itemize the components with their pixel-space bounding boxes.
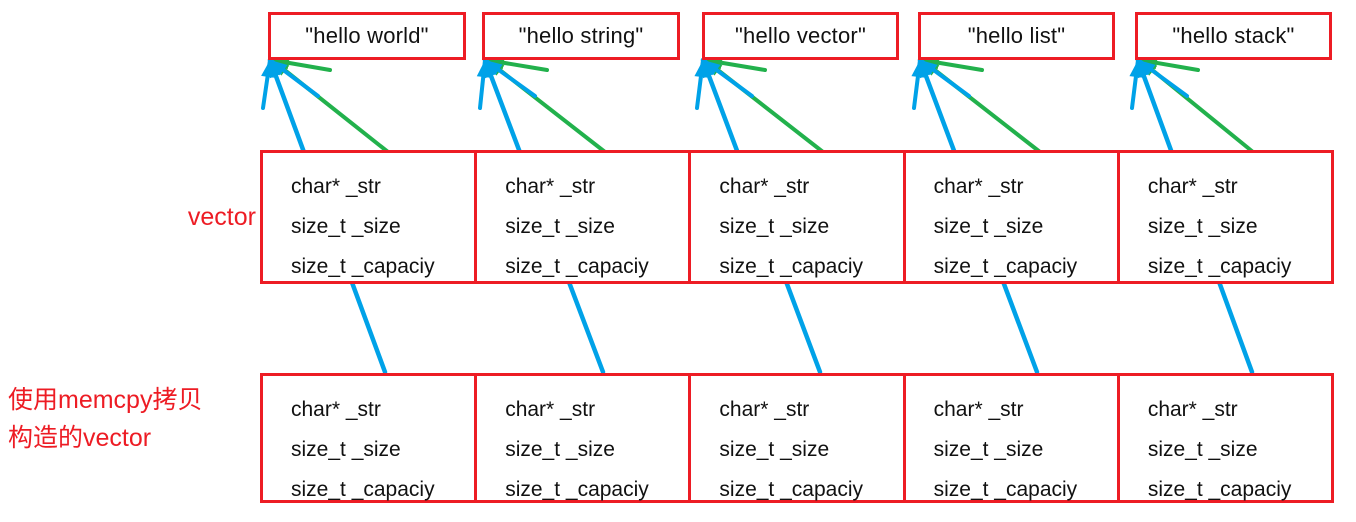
struct-cell[interactable]: char* _str size_t _size size_t _capaciy [477, 376, 692, 501]
struct-field: size_t _capaciy [505, 478, 649, 501]
struct-field: char* _str [291, 398, 381, 421]
blue-arrow-short-8 [1129, 58, 1143, 110]
struct-field: size_t _size [291, 215, 401, 238]
struct-field: char* _str [933, 175, 1024, 198]
string-box-label: "hello list" [967, 23, 1066, 48]
struct-field: size_t _capaciy [933, 478, 1078, 501]
struct-cell[interactable]: char* _str size_t _size size_t _capaciy [691, 153, 906, 281]
struct-field: char* _str [291, 175, 381, 198]
green-arrow-2 [703, 58, 825, 154]
struct-field: char* _str [1147, 175, 1238, 198]
label-vector: vector [187, 203, 256, 231]
blue-arrow-short-7 [918, 58, 971, 98]
label-memcpy-vector: 使用memcpy拷贝 构造的vector [8, 386, 203, 452]
struct-cell[interactable]: char* _str size_t _size size_t _capaciy [906, 153, 1120, 281]
struct-field: size_t _capaciy [719, 255, 863, 278]
struct-cell[interactable]: char* _str size_t _size size_t _capaciy [691, 376, 906, 501]
struct-field: size_t _size [291, 438, 401, 461]
struct-field: char* _str [505, 398, 596, 421]
struct-row-vector: char* _str size_t _size size_t _capaciy … [260, 150, 1334, 284]
blue-arrow-short-3 [483, 58, 537, 98]
blue-arrow-short-2 [476, 58, 490, 110]
struct-field: size_t _size [933, 215, 1044, 238]
blue-arrow-short-9 [1136, 58, 1189, 98]
string-box-2[interactable]: "hello vector" [702, 12, 899, 60]
string-box-label: "hello stack" [1172, 23, 1295, 48]
struct-field: char* _str [719, 398, 810, 421]
struct-cell[interactable]: char* _str size_t _size size_t _capaciy [1120, 376, 1331, 501]
string-box-label: "hello world" [305, 23, 429, 48]
string-box-label: "hello vector" [735, 23, 866, 48]
struct-field: char* _str [719, 175, 810, 198]
string-box-1[interactable]: "hello string" [482, 12, 680, 60]
string-box-4[interactable]: "hello stack" [1135, 12, 1332, 60]
string-box-3[interactable]: "hello list" [918, 12, 1115, 60]
struct-field: size_t _size [505, 215, 615, 238]
green-arrow-1 [485, 58, 607, 154]
struct-field: char* _str [505, 175, 596, 198]
blue-arrow-short-0 [261, 58, 274, 110]
struct-field: size_t _capaciy [291, 255, 435, 278]
struct-field: size_t _size [933, 438, 1044, 461]
struct-cell[interactable]: char* _str size_t _size size_t _capaciy [1120, 153, 1331, 281]
blue-arrow-short-4 [694, 58, 708, 110]
struct-field: size_t _capaciy [933, 255, 1078, 278]
struct-cell[interactable]: char* _str size_t _size size_t _capaciy [906, 376, 1120, 501]
struct-cell[interactable]: char* _str size_t _size size_t _capaciy [263, 153, 478, 281]
struct-row-memcpy-vector: char* _str size_t _size size_t _capaciy … [260, 373, 1334, 503]
struct-field: size_t _capaciy [505, 255, 649, 278]
string-box-label: "hello string" [518, 23, 644, 48]
struct-field: size_t _capaciy [1147, 478, 1292, 501]
struct-field: size_t _capaciy [719, 478, 863, 501]
struct-field: size_t _capaciy [1147, 255, 1292, 278]
struct-field: size_t _size [1147, 215, 1258, 238]
struct-field: size_t _size [719, 215, 830, 238]
blue-arrow-short-1 [268, 58, 320, 98]
green-arrow-0 [270, 58, 390, 154]
struct-cell[interactable]: char* _str size_t _size size_t _capaciy [263, 376, 478, 501]
string-box-0[interactable]: "hello world" [268, 12, 466, 60]
struct-field: char* _str [933, 398, 1024, 421]
blue-arrow-short-5 [701, 58, 754, 98]
green-arrow-4 [1138, 58, 1255, 154]
struct-field: size_t _size [1147, 438, 1258, 461]
blue-arrow-short-6 [911, 58, 925, 110]
struct-field: size_t _size [719, 438, 830, 461]
struct-field: size_t _capaciy [291, 478, 435, 501]
struct-cell[interactable]: char* _str size_t _size size_t _capaciy [477, 153, 692, 281]
struct-field: size_t _size [505, 438, 615, 461]
green-arrow-3 [920, 58, 1042, 154]
struct-field: char* _str [1147, 398, 1238, 421]
